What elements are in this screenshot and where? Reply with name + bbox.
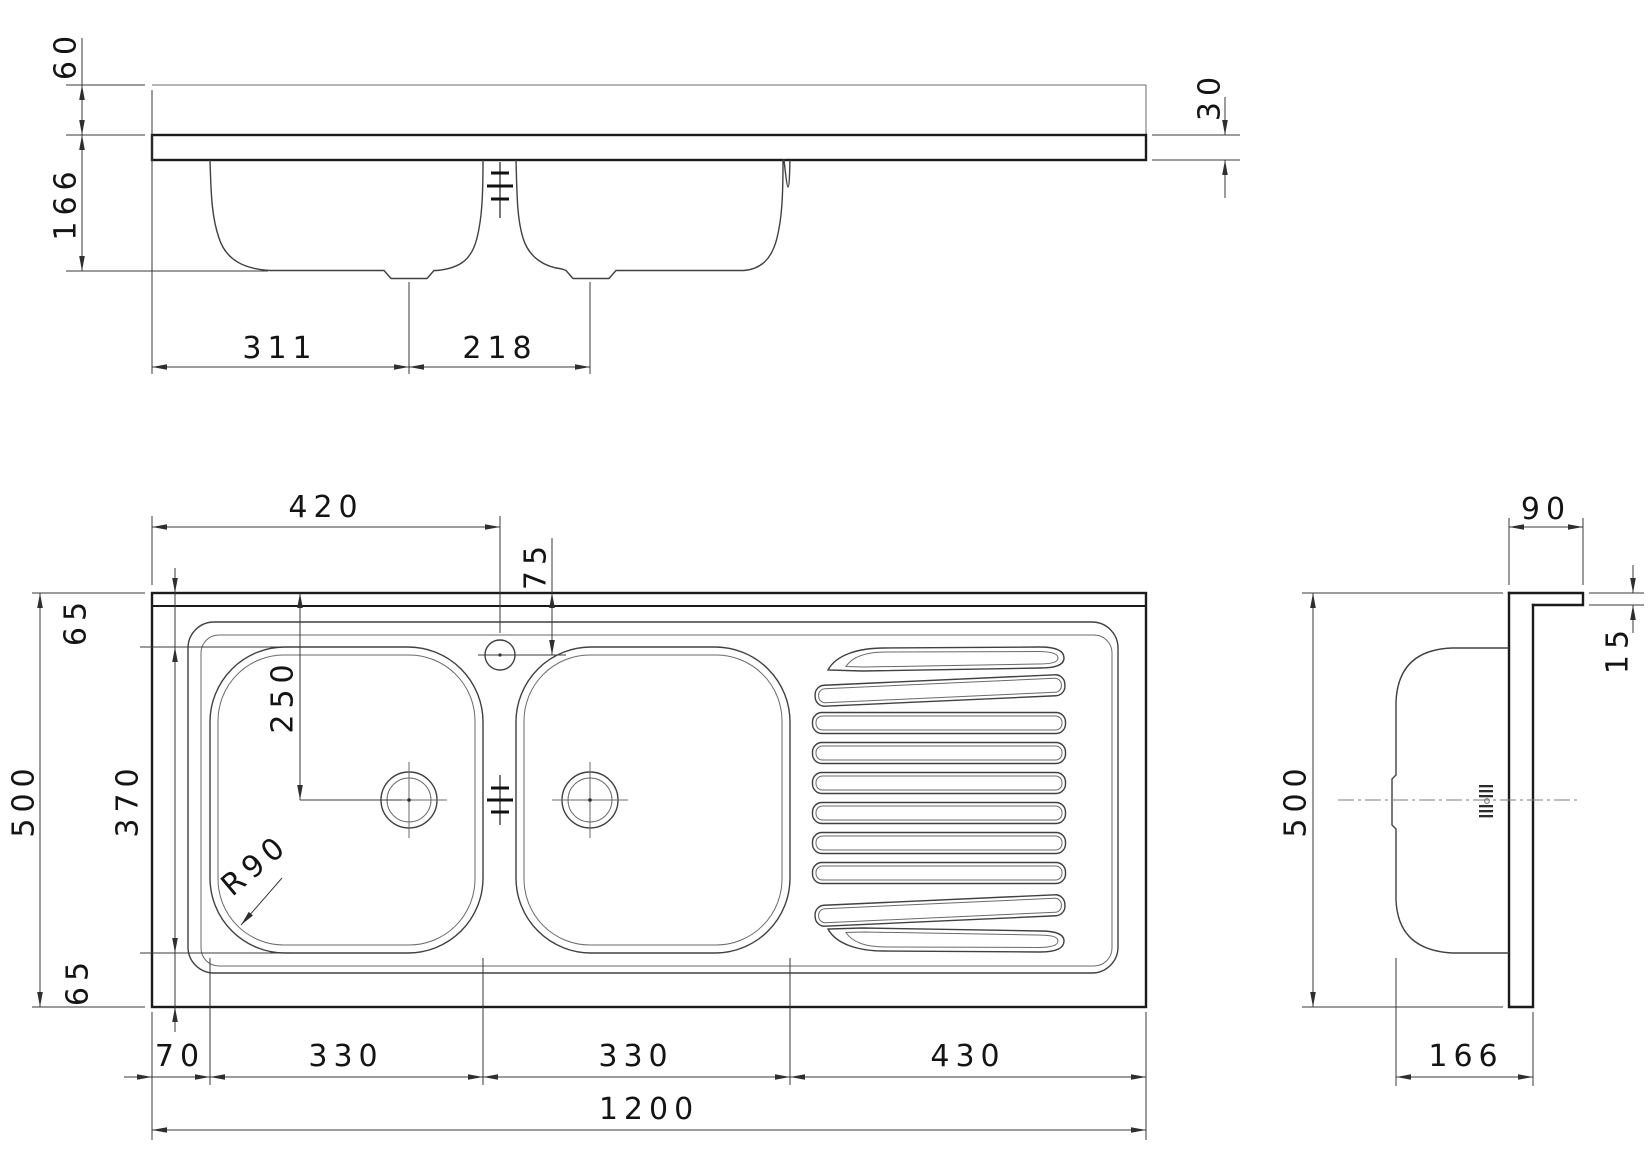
dim-label-166-side: 166: [1428, 1039, 1503, 1074]
drainboard-ribs: [811, 646, 1067, 953]
dim-label-370: 370: [111, 762, 146, 837]
plan-view: 420 75 250 500 65 370 65 R90 7: [7, 490, 1148, 1140]
front-object: [150, 84, 1148, 280]
side-object: [1338, 591, 1585, 1009]
drainboard-rib-slant: [814, 894, 1066, 927]
drainboard-rib-top-wedge: [826, 646, 1065, 672]
rim-press-line-inner: [200, 634, 1113, 967]
drainboard-rib: [811, 741, 1067, 765]
dim-label-500-plan: 500: [7, 762, 42, 837]
sink-rim-front: [150, 133, 1148, 162]
dim-label-75: 75: [519, 540, 554, 590]
rim-press-line-outer: [187, 621, 1119, 974]
drain-2: [552, 762, 628, 838]
dim-label-166: 166: [49, 165, 84, 240]
plan-extension-lines: [32, 516, 1147, 1140]
bowl-profile-section: [1391, 647, 1509, 954]
front-view: 60 166 311 218 30: [49, 30, 1240, 374]
drainboard-rib-bottom-wedge: [826, 927, 1065, 953]
bowl-2-front: [515, 159, 791, 280]
dim-label-65-top: 65: [59, 596, 94, 646]
dim-label-65-bottom: 65: [61, 956, 96, 1006]
dim-label-70: 70: [155, 1039, 205, 1074]
bowl-1-plan: [209, 646, 484, 954]
bowl-1-floor: [217, 654, 476, 946]
overflow-section-symbol: [1479, 785, 1493, 818]
dim-label-90: 90: [1521, 492, 1571, 527]
dim-label-430: 430: [930, 1039, 1005, 1074]
dim-label-330b: 330: [598, 1039, 673, 1074]
dim-label-30: 30: [1193, 71, 1228, 121]
side-extension-lines: [1302, 518, 1644, 1086]
dim-label-311: 311: [242, 331, 317, 366]
plan-dimensions: 420 75 250 500 65 370 65 R90 7: [7, 490, 1147, 1140]
backsplash-section: [1507, 591, 1585, 607]
side-view: 90 15 500 166: [1279, 492, 1644, 1086]
drainboard-rib: [811, 771, 1067, 795]
front-dimensions: 60 166 311 218 30: [49, 30, 1240, 374]
drainboard-rib-slant: [814, 674, 1066, 707]
dim-label-1200: 1200: [599, 1092, 699, 1127]
bowl-2-plan: [515, 646, 791, 954]
overflow-symbol-plan: [487, 775, 513, 825]
side-dimensions: 90 15 500 166: [1279, 492, 1644, 1086]
drainboard-rib: [811, 711, 1067, 735]
drainboard-rib: [811, 831, 1067, 855]
dim-label-60: 60: [49, 30, 84, 80]
dim-label-15: 15: [1601, 624, 1636, 674]
dim-label-330a: 330: [308, 1039, 383, 1074]
drainboard-rib: [811, 861, 1067, 885]
dim-label-500-side: 500: [1279, 762, 1314, 837]
dim-label-420: 420: [288, 490, 363, 525]
bowl-2-floor: [523, 654, 783, 946]
dim-label-250: 250: [266, 658, 301, 733]
bowl-1-front: [209, 159, 484, 280]
dim-label-218: 218: [462, 331, 537, 366]
overflow-symbol-front: [487, 162, 513, 218]
drainboard-rib: [811, 801, 1067, 825]
